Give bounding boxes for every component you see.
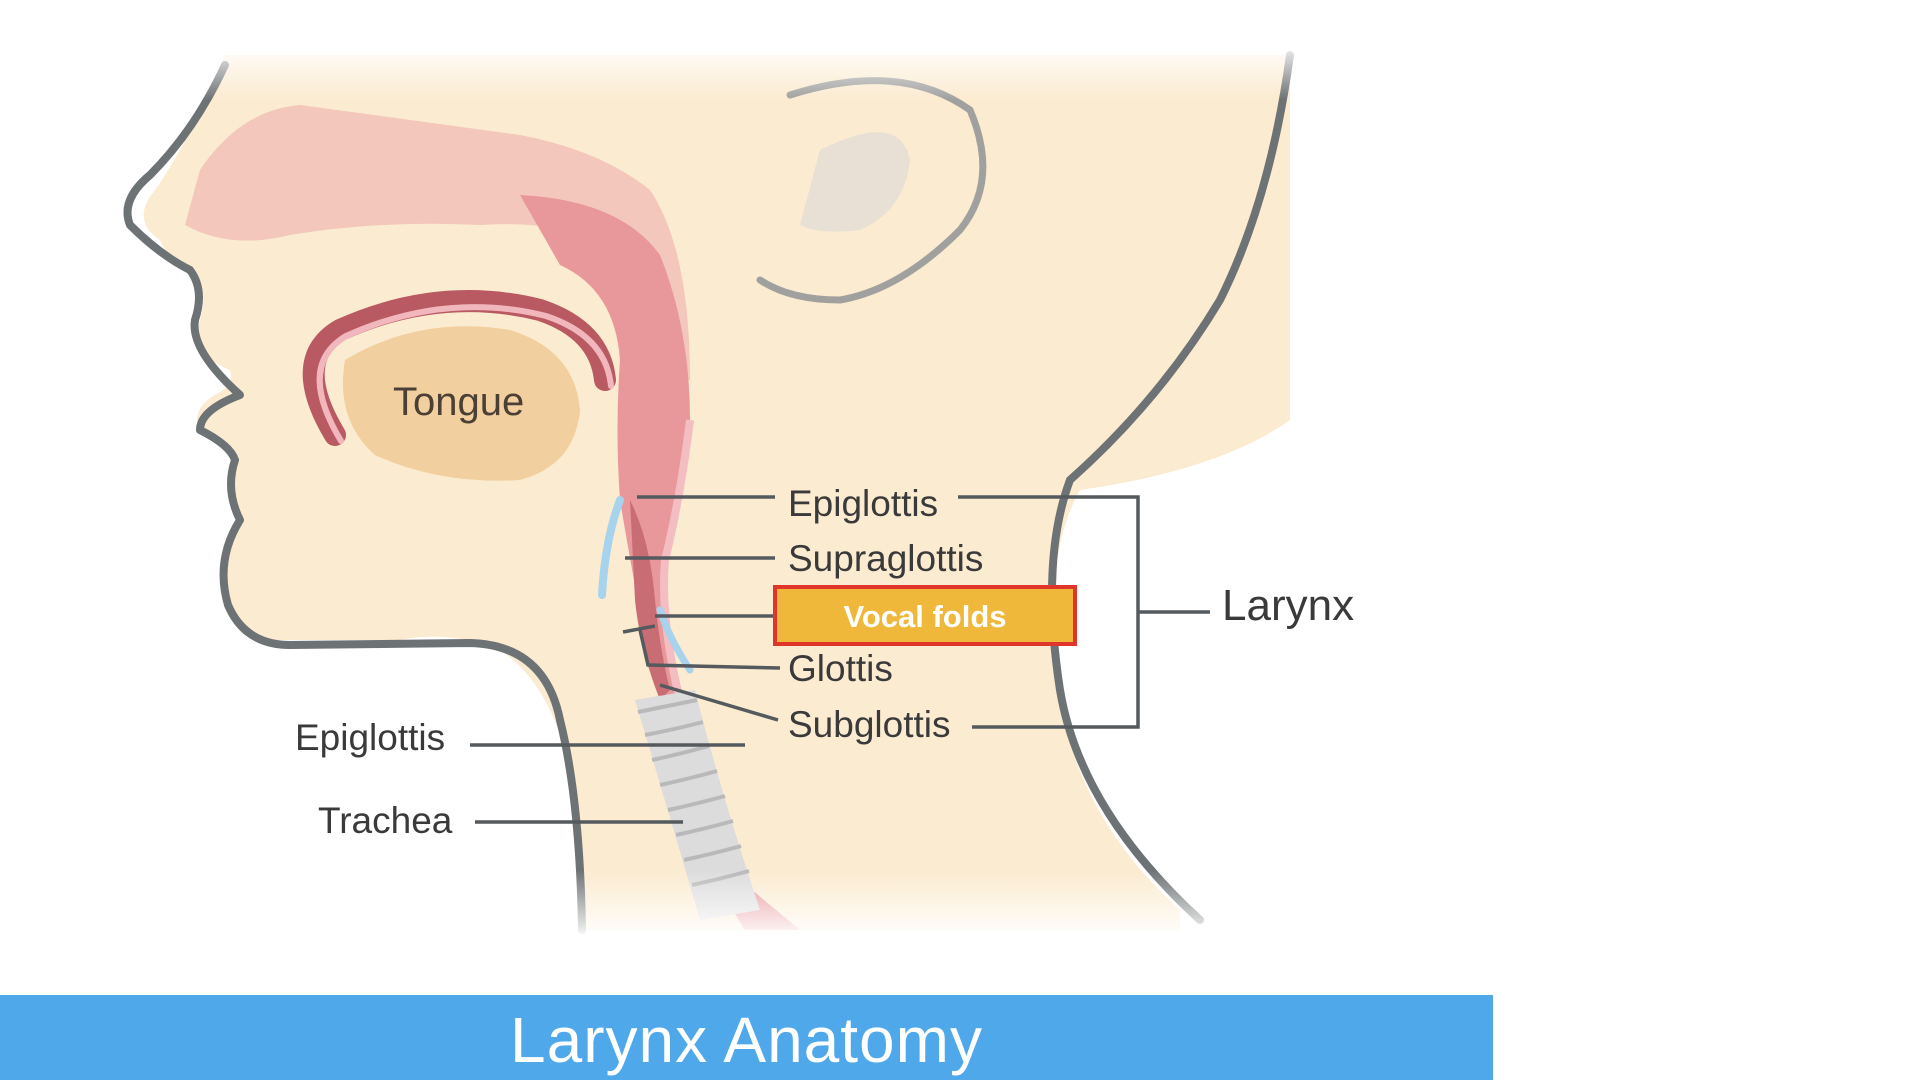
label-supraglottis: Supraglottis <box>788 538 983 579</box>
neck-outline <box>1048 51 1294 924</box>
larynx-bracket <box>958 495 1210 729</box>
label-larynx: Larynx <box>1222 581 1354 630</box>
palate-highlight <box>316 304 614 444</box>
label-subglottis: Subglottis <box>788 704 951 745</box>
vocal-folds-highlight <box>773 585 1077 646</box>
leader-subglottis <box>659 683 779 722</box>
head-silhouette <box>143 55 1291 930</box>
leader-glottis <box>622 624 781 670</box>
epiglottis-shape <box>598 496 624 599</box>
face-outline <box>123 61 586 934</box>
larynx-region <box>630 500 670 700</box>
label-epiglottis-right: Epiglottis <box>788 483 938 524</box>
label-glottis: Glottis <box>788 648 893 689</box>
label-trachea: Trachea <box>318 800 453 841</box>
nasal-cavity <box>185 105 690 380</box>
ear-inner <box>800 132 910 232</box>
pharynx <box>520 195 800 930</box>
label-epiglottis-left: Epiglottis <box>295 717 445 758</box>
tongue-label: Tongue <box>393 380 524 424</box>
diagram-title: Larynx Anatomy <box>510 1003 983 1076</box>
fade-top <box>180 40 1300 100</box>
tongue-shape <box>343 326 580 481</box>
fade-bottom <box>180 870 1300 940</box>
title-banner: Larynx Anatomy <box>0 995 1493 1080</box>
label-vocal-folds: Vocal folds <box>843 599 1006 634</box>
